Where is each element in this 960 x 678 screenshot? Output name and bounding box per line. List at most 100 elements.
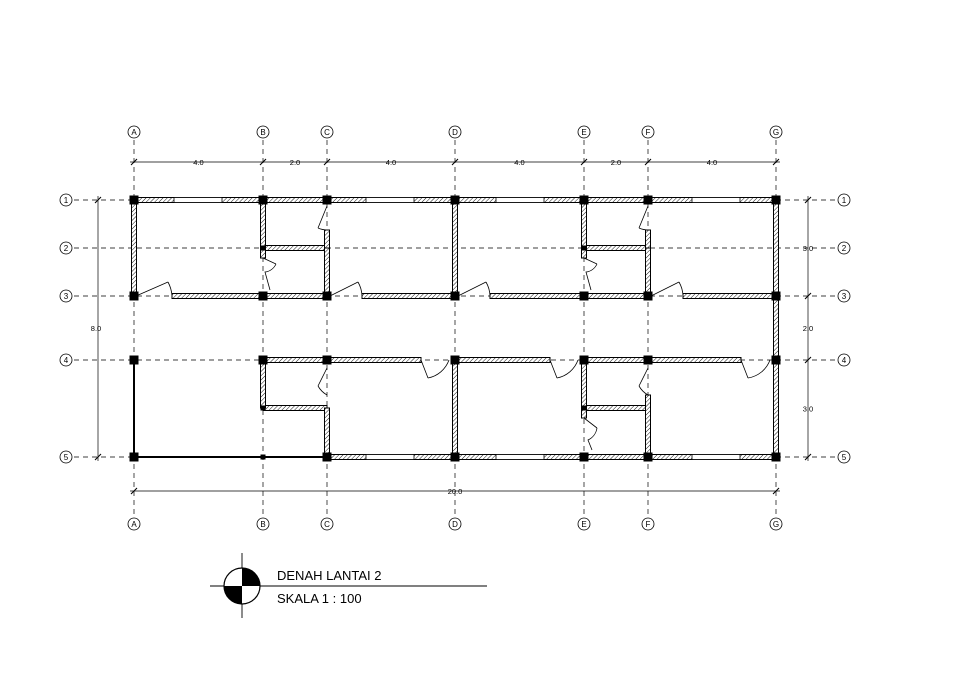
grid-bubble-right-2: 2 xyxy=(842,244,847,253)
grid-bubble-top-D-circle xyxy=(448,125,462,139)
wall xyxy=(452,199,458,297)
window xyxy=(495,197,545,203)
top-dimension-value: 4.0 xyxy=(707,158,717,167)
column xyxy=(643,452,653,462)
wall xyxy=(324,407,330,458)
walls xyxy=(131,197,779,460)
drawing-title: DENAH LANTAI 2 xyxy=(277,568,382,583)
window xyxy=(691,454,741,460)
overall-dimension-value: 20.0 xyxy=(448,487,463,496)
wall xyxy=(647,357,742,363)
grid-bubble-top-D: D xyxy=(452,128,458,137)
dimension-tick xyxy=(130,487,138,495)
window xyxy=(365,454,415,460)
top-dimension-value: 2.0 xyxy=(290,158,300,167)
wall xyxy=(324,247,330,297)
column xyxy=(579,355,589,365)
title-block: DENAH LANTAI 2 SKALA 1 : 100 xyxy=(210,553,487,618)
door-swing xyxy=(317,367,328,396)
grid-bubble-bottom-B-circle xyxy=(256,517,270,531)
wall xyxy=(583,293,649,299)
top-dimension-value: 4.0 xyxy=(193,158,203,167)
north-symbol-icon xyxy=(223,567,261,605)
column xyxy=(450,355,460,365)
grid-bubble-bottom-F-circle xyxy=(641,517,655,531)
dimension-tick xyxy=(323,158,331,166)
dimension-tick xyxy=(580,158,588,166)
grid-bubble-right-4-circle xyxy=(837,353,851,367)
wall xyxy=(682,293,777,299)
wall xyxy=(262,357,422,363)
dimension-tick xyxy=(772,487,780,495)
grid-bubble-bottom-B: B xyxy=(260,520,265,529)
window xyxy=(365,197,415,203)
grid-bubble-left-5: 5 xyxy=(64,453,69,462)
column xyxy=(129,291,139,301)
grid-bubble-left-1-circle xyxy=(59,193,73,207)
door-swing xyxy=(650,281,684,297)
grid-bubble-right-4: 4 xyxy=(842,356,847,365)
grid-bubble-top-E: E xyxy=(581,128,586,137)
grid-bubble-left-2: 2 xyxy=(64,244,69,253)
column xyxy=(258,195,268,205)
door-swing xyxy=(549,359,579,379)
dimension-tick xyxy=(451,158,459,166)
column xyxy=(579,291,589,301)
dimension-tick xyxy=(804,453,812,461)
structural-columns xyxy=(129,195,781,462)
wall xyxy=(452,359,458,458)
dimension-tick xyxy=(94,453,102,461)
grid-bubble-left-3: 3 xyxy=(64,292,69,301)
grid-bubble-right-1-circle xyxy=(837,193,851,207)
grid-bubble-left-4: 4 xyxy=(64,356,69,365)
column xyxy=(771,452,781,462)
column xyxy=(322,452,332,462)
wall xyxy=(454,357,551,363)
grid-bubble-right-3-circle xyxy=(837,289,851,303)
grid-bubble-left-3-circle xyxy=(59,289,73,303)
door-swing xyxy=(457,281,491,297)
grid-bubble-top-F-circle xyxy=(641,125,655,139)
door-swing xyxy=(583,257,598,291)
wall xyxy=(645,247,651,297)
grid-bubble-bottom-A: A xyxy=(131,520,137,529)
door-swing xyxy=(740,359,771,379)
grid-bubble-left-2-circle xyxy=(59,241,73,255)
dimension-tick xyxy=(94,196,102,204)
window xyxy=(495,454,545,460)
grid-bubble-top-G: G xyxy=(773,128,779,137)
top-dimension-value: 2.0 xyxy=(611,158,621,167)
dimension-tick xyxy=(804,196,812,204)
column xyxy=(771,195,781,205)
grid-bubble-bottom-G-circle xyxy=(769,517,783,531)
door-swing xyxy=(638,205,649,231)
column xyxy=(771,355,781,365)
grid-bubble-bottom-D-circle xyxy=(448,517,462,531)
grid-bubble-top-A-circle xyxy=(127,125,141,139)
top-dimension-value: 4.0 xyxy=(386,158,396,167)
right-dimension-value: 2.0 xyxy=(803,324,813,333)
column xyxy=(129,452,139,462)
right-dimension-value: 3.0 xyxy=(803,244,813,253)
dimension-tick xyxy=(259,158,267,166)
grid-bubble-bottom-C-circle xyxy=(320,517,334,531)
wall xyxy=(131,199,137,297)
wall xyxy=(262,293,328,299)
grid-bubble-top-B-circle xyxy=(256,125,270,139)
grid-bubble-right-2-circle xyxy=(837,241,851,255)
drawing-scale: SKALA 1 : 100 xyxy=(277,591,362,606)
dimension-tick xyxy=(130,158,138,166)
door-swing xyxy=(262,257,277,291)
grid-bubble-right-5: 5 xyxy=(842,453,847,462)
wall xyxy=(171,293,264,299)
grid-bubble-left-5-circle xyxy=(59,450,73,464)
wall xyxy=(262,405,328,411)
column xyxy=(581,405,587,411)
wall xyxy=(262,245,328,251)
dimension-tick xyxy=(804,356,812,364)
door-swing xyxy=(135,281,173,297)
wall xyxy=(489,293,585,299)
column xyxy=(581,245,587,251)
grid-bubble-bottom-E: E xyxy=(581,520,586,529)
grid-bubble-top-C-circle xyxy=(320,125,334,139)
